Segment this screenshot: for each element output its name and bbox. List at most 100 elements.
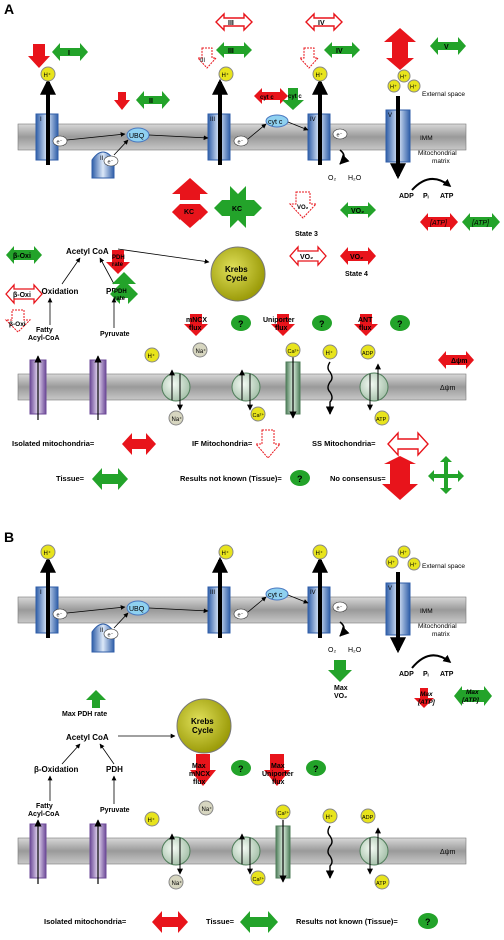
b-atp-label: ATP bbox=[440, 671, 454, 678]
b-ant-transporter bbox=[359, 836, 389, 866]
b-complex-iii-hplus bbox=[218, 544, 234, 560]
krebs-label-line1: Krebs bbox=[225, 265, 248, 274]
cytc-green-label: cyt c bbox=[288, 94, 302, 100]
vo2-if-down bbox=[288, 191, 318, 219]
pdh-rate-green-label-line2: rate bbox=[114, 296, 126, 302]
complex-iv-label: IV bbox=[310, 117, 316, 123]
kc-green-cross bbox=[214, 186, 262, 228]
h2o-label: H₂O bbox=[348, 175, 362, 182]
legend-if-label: IF Mitochondria= bbox=[192, 439, 253, 448]
b-fatty-acyl-label-line1: Fatty bbox=[36, 803, 53, 810]
atp-red-both bbox=[420, 213, 458, 231]
cytc-green-down bbox=[282, 88, 304, 110]
legend-isolated-arrow bbox=[122, 433, 156, 455]
b-max-atp-green-label-line1: Max bbox=[466, 689, 479, 696]
complex-v-green-both bbox=[430, 37, 466, 55]
b-cytc-label: cyt c bbox=[268, 592, 283, 599]
uniporter-red-down bbox=[271, 314, 295, 336]
kc-red-both bbox=[172, 204, 208, 220]
complex-iv-hplus-label: H⁺ bbox=[316, 72, 324, 79]
delta-psi-red bbox=[438, 351, 474, 369]
b-pdh-to-acetyl-arrow bbox=[99, 743, 115, 765]
b-complex-iii-label: III bbox=[210, 590, 215, 596]
mncx-unknown-label: ? bbox=[238, 319, 244, 329]
proton-exchanger bbox=[161, 372, 191, 402]
b-complex-i-hplus bbox=[40, 544, 56, 560]
b-complex-v-hplus-2-label: H⁺ bbox=[400, 550, 407, 557]
ca-ion-uniporter bbox=[285, 342, 301, 358]
atp-synthesis-arrow bbox=[411, 178, 452, 191]
b-max-pdh-green-up bbox=[86, 690, 106, 708]
complex-iii-label: III bbox=[210, 117, 215, 123]
legend-noconsensus-label: No consensus= bbox=[330, 474, 386, 483]
beta-oxi-green bbox=[6, 246, 42, 264]
b-h2o-label: H₂O bbox=[348, 647, 362, 654]
b-krebs-label-line1: Krebs bbox=[191, 717, 214, 726]
kc-red-label: KC bbox=[184, 209, 194, 216]
state3-label: State 3 bbox=[295, 231, 318, 238]
vo2-if-label: VO₂ bbox=[297, 205, 309, 211]
adp-ion-ant bbox=[360, 344, 376, 360]
complex-i-indicators: I bbox=[28, 43, 88, 68]
complex-v-hplus-3-label: H⁺ bbox=[410, 84, 417, 91]
mncx-unknown bbox=[231, 315, 251, 331]
cytc-label: cyt c bbox=[268, 119, 283, 126]
electron-path-ii-ubq bbox=[113, 139, 129, 156]
b-fatty-acyl-label-line2: Acyl-CoA bbox=[28, 811, 60, 818]
b-atp-ion-ant bbox=[374, 874, 390, 890]
b-atp-synthesis-arrow bbox=[411, 654, 452, 669]
b-adp-ion-ant-label: ADP bbox=[362, 815, 374, 821]
b-max-mncx-red-down bbox=[190, 754, 216, 786]
b-ubq-label: UBQ bbox=[129, 606, 145, 613]
vo2-state4-red bbox=[340, 247, 376, 265]
electron-path-ubq-iii bbox=[148, 134, 209, 141]
b-adp-label: ADP bbox=[399, 671, 414, 678]
b-krebs-cycle bbox=[176, 698, 232, 754]
vo2-state3-green-label: VO₂ bbox=[351, 208, 364, 215]
b-complex-v-hplus-1 bbox=[385, 555, 399, 569]
ant-label-line1: ANT bbox=[358, 317, 373, 324]
complex-v-hplus-1-label: H⁺ bbox=[390, 84, 397, 91]
kc-green-label: KC bbox=[232, 206, 242, 213]
acetyl-coa-label: Acetyl CoA bbox=[66, 247, 109, 256]
atp-ion-ant bbox=[374, 410, 390, 426]
complex-ii-red-down bbox=[114, 92, 130, 110]
b-cytochrome-c bbox=[265, 587, 289, 601]
b-complex-iv-label: IV bbox=[310, 590, 316, 596]
b-legend-tissue-arrow bbox=[240, 911, 278, 933]
complex-iii-hplus bbox=[218, 66, 234, 82]
delta-psi-red-label: Δψm bbox=[451, 358, 468, 365]
kc-red-up bbox=[172, 178, 208, 200]
b-legend-tissue-label: Tissue= bbox=[206, 917, 235, 926]
b-electron-path-ii-ubq bbox=[113, 612, 129, 629]
b-max-atp-red-down bbox=[414, 688, 434, 708]
b-beta-to-acetyl-arrow bbox=[61, 743, 81, 765]
vo2-state4-ss-label: VO₂ bbox=[300, 254, 313, 261]
b-ca-ion-uniporter-label: Ca²⁺ bbox=[278, 810, 290, 817]
pdh-rate-green-both bbox=[110, 284, 138, 304]
b-na-ion-top-label: Na⁺ bbox=[202, 806, 213, 813]
b-max-mncx-label-line1: Max bbox=[192, 763, 206, 770]
legend-noconsensus-red-down bbox=[382, 470, 418, 500]
b-max-uniporter-label-line1: Max bbox=[271, 763, 285, 770]
state4-label: State 4 bbox=[345, 271, 368, 278]
mncx-hplus bbox=[144, 347, 160, 363]
complex-i-label: I bbox=[40, 117, 42, 123]
beta-oxidation-label: β-Oxidation bbox=[34, 287, 79, 296]
b-max-atp-red-label-line1: Max bbox=[420, 691, 433, 698]
complex-ii-electron-label: e⁻ bbox=[108, 160, 114, 166]
b-electron-path-i-ubq bbox=[66, 605, 126, 614]
b-na-ion-bottom bbox=[168, 874, 184, 890]
pdh-rate-green-up bbox=[112, 272, 136, 294]
b-max-atp-red-label-line2: [ATP] bbox=[417, 699, 436, 706]
legend-noconsensus-red-up bbox=[384, 456, 416, 470]
complex-i-electron-label: e⁻ bbox=[57, 140, 63, 146]
complex-v-hplus-1 bbox=[387, 79, 401, 93]
complex-i-green-both bbox=[52, 43, 88, 61]
b-complex-iii-electron bbox=[233, 608, 249, 620]
krebs-label-line2: Cycle bbox=[226, 274, 248, 283]
na-ion-top bbox=[192, 342, 208, 358]
b-max-uniporter-label-line3: flux bbox=[272, 779, 285, 786]
b-complex-v-hplus-3-label: H⁺ bbox=[410, 562, 417, 569]
complex-iii-hplus-label: H⁺ bbox=[222, 72, 230, 79]
